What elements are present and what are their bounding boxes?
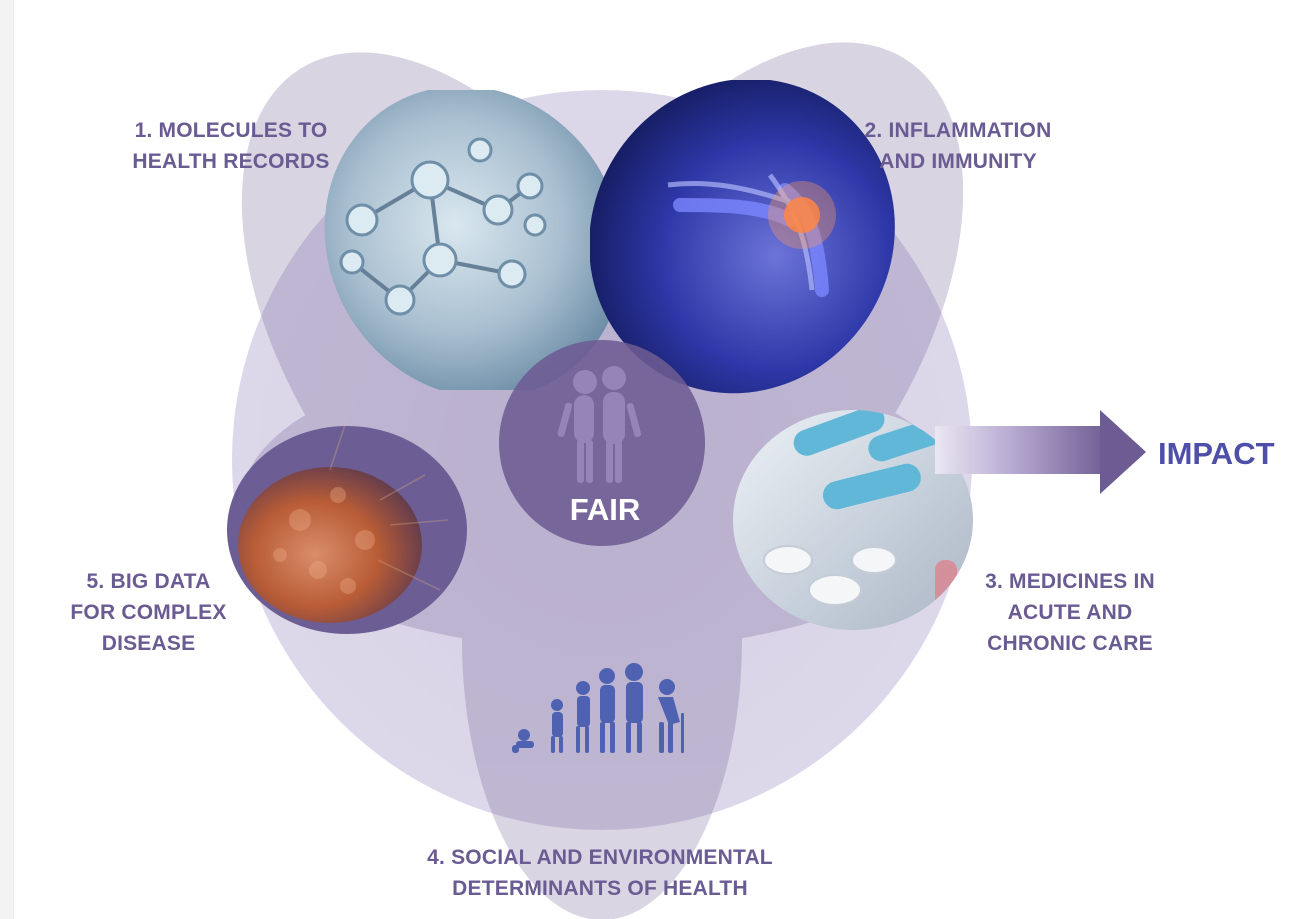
- life-stages-icon: [512, 663, 684, 753]
- impact-arrow: [935, 410, 1146, 494]
- fair-label: FAIR: [569, 492, 641, 527]
- theme-label-social: 4. SOCIAL AND ENVIRONMENTAL DETERMINANTS…: [427, 846, 773, 900]
- cell-image: [227, 426, 467, 634]
- theme-label-medicines: 3. MEDICINES IN ACUTE AND CHRONIC CARE: [985, 570, 1155, 655]
- theme-label-molecules: 1. MOLECULES TO HEALTH RECORDS: [132, 119, 330, 173]
- theme-label-big-data: 5. BIG DATA FOR COMPLEX DISEASE: [70, 570, 227, 655]
- couple-icon: [557, 366, 642, 483]
- pills-image: [733, 410, 973, 630]
- center-circle: [499, 340, 705, 546]
- theme-label-inflammation: 2. INFLAMMATION AND IMMUNITY: [864, 119, 1052, 173]
- impact-label: IMPACT: [1158, 436, 1275, 471]
- molecules-image: [320, 90, 620, 390]
